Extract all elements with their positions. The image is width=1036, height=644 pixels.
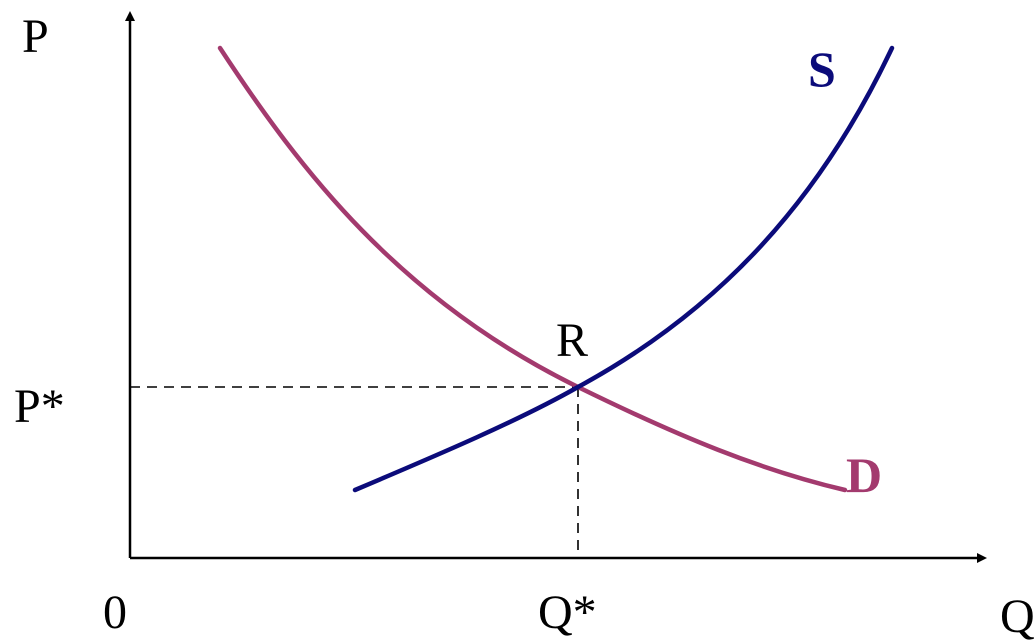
equilibrium-point-label: R [556, 314, 588, 367]
demand-curve [217, 45, 848, 493]
equilibrium-quantity-label: Q* [538, 586, 597, 639]
origin-label: 0 [103, 586, 127, 639]
supply-curve-label: S [808, 41, 836, 97]
x-axis-label: Q [1000, 590, 1035, 643]
demand-curve-label: D [846, 447, 882, 503]
equilibrium-price-label: P* [14, 380, 65, 433]
y-axis-label: P [22, 10, 49, 63]
supply-curve [352, 45, 895, 493]
